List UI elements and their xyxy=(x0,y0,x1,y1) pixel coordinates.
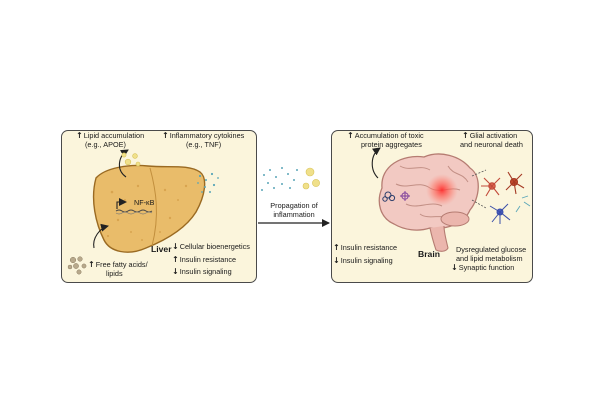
toxic-aggregates-label-2: protein aggregates xyxy=(361,140,422,149)
glial-activation-label-2: and neuronal death xyxy=(460,140,523,149)
brain-insulin-signaling: ↓Insulin signaling xyxy=(333,256,393,265)
aggregate-arrow xyxy=(371,147,381,179)
brain-insulin-resistance: ↑Insulin resistance xyxy=(333,243,398,252)
free-fatty-acid-droplets xyxy=(67,256,87,275)
dysregulated-metabolism-label-2: and lipid metabolism xyxy=(456,254,523,263)
glia-neurons xyxy=(471,169,531,224)
cytokines-example: (e.g., TNF) xyxy=(186,140,222,149)
lipid-droplets xyxy=(121,152,141,167)
liver-effect-bioenergetics: ↓Cellular bioenergetics xyxy=(172,242,250,251)
propagation-label: Propagation of inflammation xyxy=(270,201,318,219)
nfkb-label: NF-κB xyxy=(134,198,155,207)
liver-illustration xyxy=(92,149,206,253)
liver-effect-insulin-resistance: ↑Insulin resistance xyxy=(172,255,237,264)
liver-organ-label: Liver xyxy=(151,244,172,254)
toxic-aggregates-label: ↑Accumulation of toxic xyxy=(347,131,424,140)
synaptic-function-label: ↓Synaptic function xyxy=(451,263,515,272)
propagation-particles xyxy=(261,167,320,191)
lipid-accumulation-example: (e.g., APOE) xyxy=(85,140,126,149)
free-fatty-acids-label: ↑Free fatty acids/ xyxy=(88,260,148,269)
cytokine-dots xyxy=(197,172,219,193)
glial-activation-label: ↑Glial activation xyxy=(462,131,518,140)
cytokines-label: ↑Inflammatory cytokines xyxy=(162,131,245,140)
dysregulated-metabolism-label: Dysregulated glucose xyxy=(456,245,527,254)
brain-organ-label: Brain xyxy=(418,249,440,259)
liver-effect-insulin-signaling: ↓Insulin signaling xyxy=(172,267,232,276)
free-fatty-acids-label-2: lipids xyxy=(106,269,123,278)
brain-illustration xyxy=(378,153,479,252)
lipid-accumulation-label: ↑Lipid accumulation xyxy=(76,131,145,140)
